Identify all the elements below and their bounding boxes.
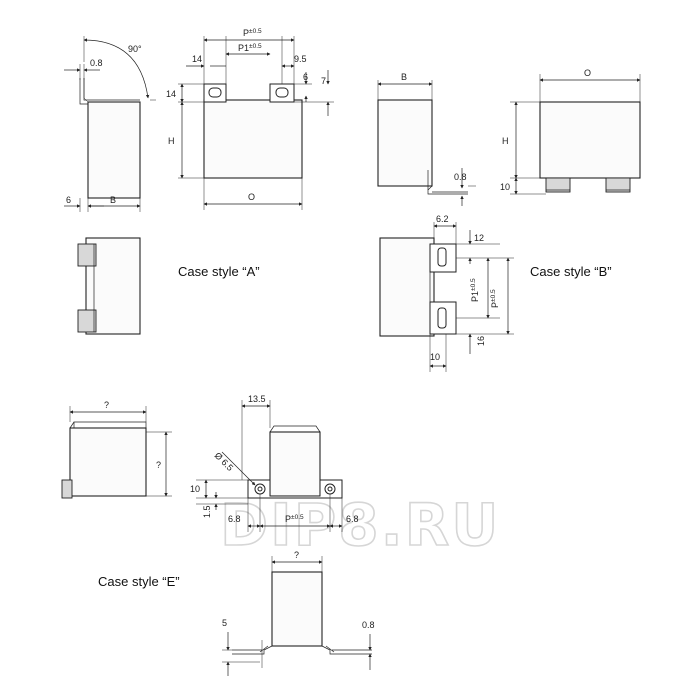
dim-e-tab-height: 10 xyxy=(190,484,200,494)
dim-pin-height: 14 xyxy=(166,89,176,99)
dim-e-top-width: 13.5 xyxy=(248,394,266,404)
dim-e-bottom-width: ? xyxy=(294,550,299,560)
caption-case-b: Case style “B” xyxy=(530,264,612,279)
case-b-side-view: B 0.8 xyxy=(377,72,476,206)
caption-case-a: Case style “A” xyxy=(178,264,260,279)
dim-e-side-width: ? xyxy=(104,400,109,410)
case-a-front-view: P±0.5 P1±0.5 14 9.5 6 7 14 H xyxy=(166,28,334,210)
dim-b-height: H xyxy=(502,136,509,146)
dim-pitch-p1: P1±0.5 xyxy=(238,43,262,53)
case-a-bottom-view xyxy=(77,237,141,335)
dim-width-b: B xyxy=(110,195,116,205)
dim-e-pitch-p: P±0.5 xyxy=(285,514,304,524)
dim-e-left-offset: 6.8 xyxy=(228,514,241,524)
dim-pin-gap: 7 xyxy=(321,76,326,86)
dim-lead-thickness: 0.8 xyxy=(90,58,103,68)
case-e-flange xyxy=(247,479,343,499)
case-b-front-view: O H 10 xyxy=(500,68,641,195)
case-e-side-tab xyxy=(61,479,73,499)
dim-b-pitch-p1: P1±0.5 xyxy=(470,278,480,302)
case-b-pin-left xyxy=(545,177,571,193)
case-a-bottom-pin-bottom xyxy=(77,309,97,333)
dim-lead-length: 6 xyxy=(66,195,71,205)
dim-e-side-height: ? xyxy=(156,460,161,470)
case-b-pin-right xyxy=(605,177,631,193)
dim-e-hole: Ø 6.5 xyxy=(213,450,236,473)
caption-case-e: Case style “E” xyxy=(98,574,180,589)
dim-b-lead-thickness: 0.8 xyxy=(454,172,467,182)
watermark-text: DIP8.RU xyxy=(220,491,500,559)
case-a-bottom-pin-top xyxy=(77,243,97,267)
dim-pitch-p: P±0.5 xyxy=(243,28,262,38)
dim-b-length: O xyxy=(584,68,591,78)
dim-height-h: H xyxy=(168,136,175,146)
dim-b-tab-width: 10 xyxy=(430,352,440,362)
dim-e-lead-length: 5 xyxy=(222,618,227,628)
dim-pad-left: 14 xyxy=(192,54,202,64)
case-e-group: ? ? 13.5 Ø 6.5 10 xyxy=(61,394,375,676)
dim-pin-width: 6 xyxy=(303,72,308,82)
dim-e-lead-thickness: 0.8 xyxy=(362,620,375,630)
dim-angle: 90° xyxy=(128,44,142,54)
case-e-side-view: ? ? xyxy=(61,400,172,499)
dim-b-top-offset: 12 xyxy=(474,233,484,243)
dim-b-width: B xyxy=(401,72,407,82)
dim-length-o: O xyxy=(248,192,255,202)
dim-pad-right: 9.5 xyxy=(294,54,307,64)
dim-b-slot-width: 6.2 xyxy=(436,214,449,224)
case-a-group: 0.8 90° B 6 P±0.5 P1±0.5 14 9. xyxy=(64,28,334,335)
dim-e-tab-thickness: 1.5 xyxy=(202,505,212,518)
dim-e-right-offset: 6.8 xyxy=(346,514,359,524)
case-a-side-view: 0.8 90° B 6 xyxy=(64,36,156,212)
case-e-lead-view: ? 5 0.8 xyxy=(222,550,375,676)
case-b-bottom-view: 6.2 12 P1±0.5 P±0.5 16 10 xyxy=(379,214,514,372)
dim-b-pitch-p: P±0.5 xyxy=(490,289,500,308)
dim-b-bottom-offset: 16 xyxy=(476,336,486,346)
case-b-group: B 0.8 O H 10 xyxy=(377,68,641,372)
dim-b-standoff: 10 xyxy=(500,182,510,192)
